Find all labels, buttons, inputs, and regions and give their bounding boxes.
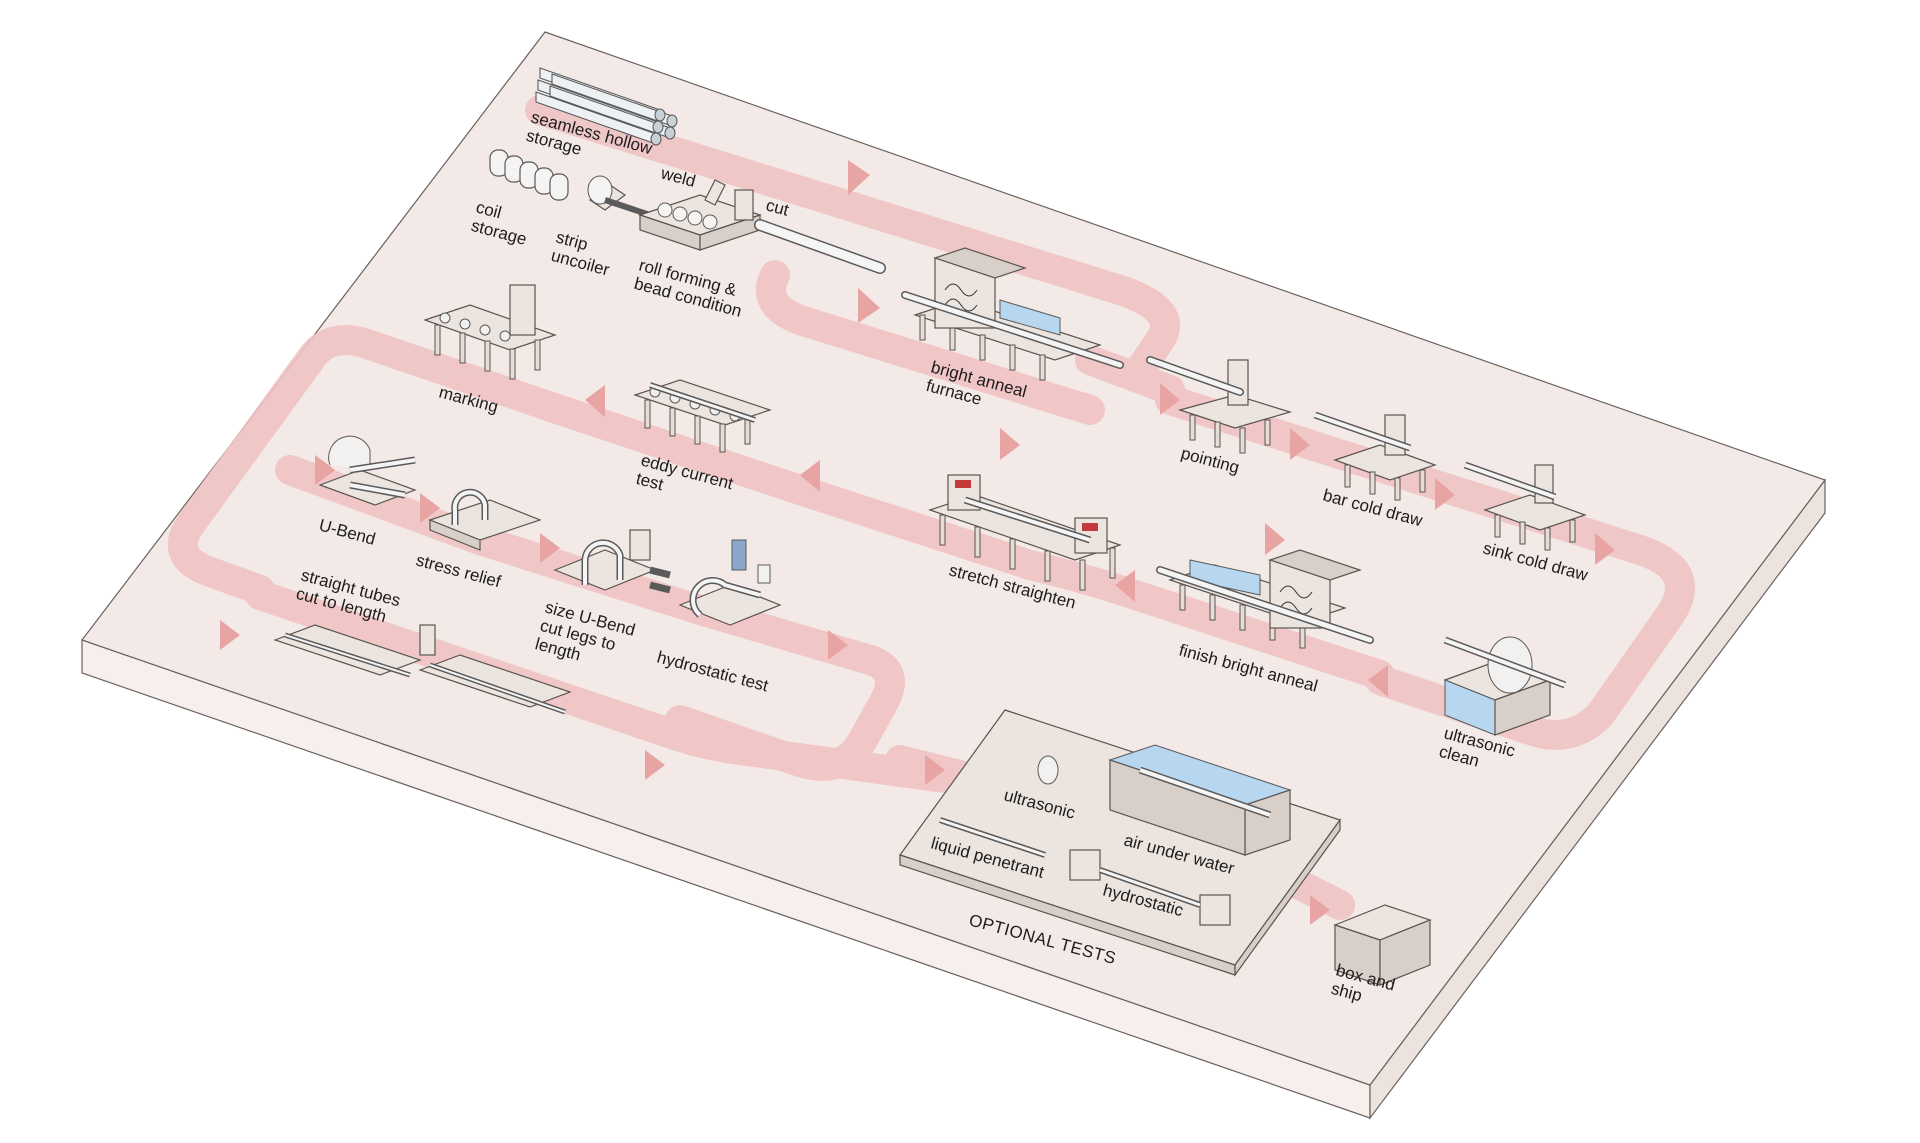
coil-storage-rolls xyxy=(489,149,569,201)
arrow xyxy=(828,630,848,660)
arrow xyxy=(645,750,665,780)
arrow xyxy=(315,455,335,485)
arrow xyxy=(800,460,820,492)
ultrasonic-clean-tank xyxy=(1443,636,1567,736)
straight-tubes-machine xyxy=(273,624,572,715)
arrow xyxy=(220,620,240,650)
eddy-current-machine xyxy=(633,379,772,453)
marking-machine xyxy=(423,284,557,380)
stress-relief-machine xyxy=(428,488,542,551)
stretch-straighten-machine xyxy=(928,474,1122,591)
arrow xyxy=(848,160,870,195)
flow-weld-to-furnace xyxy=(756,260,1105,425)
arrow xyxy=(925,755,945,785)
arrow xyxy=(1115,570,1135,602)
finish-bright-anneal xyxy=(1156,549,1374,649)
arrow xyxy=(1265,523,1285,555)
pointing-machine xyxy=(1146,356,1293,454)
flow-pointing-sink xyxy=(1155,385,1695,750)
arrow xyxy=(585,385,605,417)
bright-anneal-furnace xyxy=(901,247,1124,381)
bar-cold-draw-machine xyxy=(1313,411,1437,501)
flow-top-seamless xyxy=(525,95,1180,385)
box-and-ship-crate xyxy=(1333,904,1432,986)
flow-furnace-to-pointing xyxy=(1075,345,1185,405)
arrow xyxy=(1290,428,1310,460)
optional-tests-platform xyxy=(899,709,1341,977)
flow-arrows xyxy=(220,160,1615,925)
arrow xyxy=(1368,665,1388,697)
roll-forming-line xyxy=(587,175,886,274)
arrow xyxy=(1595,533,1615,565)
seamless-hollow-bundle xyxy=(535,67,678,146)
size-u-bend-machine xyxy=(553,529,671,594)
arrow xyxy=(540,533,560,563)
arrow xyxy=(1000,428,1020,460)
arrow xyxy=(858,288,880,323)
arrow xyxy=(420,493,440,523)
arrow xyxy=(1435,478,1455,510)
arrow xyxy=(1310,895,1330,925)
flow-straight-row xyxy=(245,580,975,795)
sink-cold-draw-machine xyxy=(1463,461,1587,551)
hydrostatic-test-machine xyxy=(678,539,782,626)
arrow xyxy=(1160,383,1180,415)
u-bend-machine xyxy=(318,435,417,506)
